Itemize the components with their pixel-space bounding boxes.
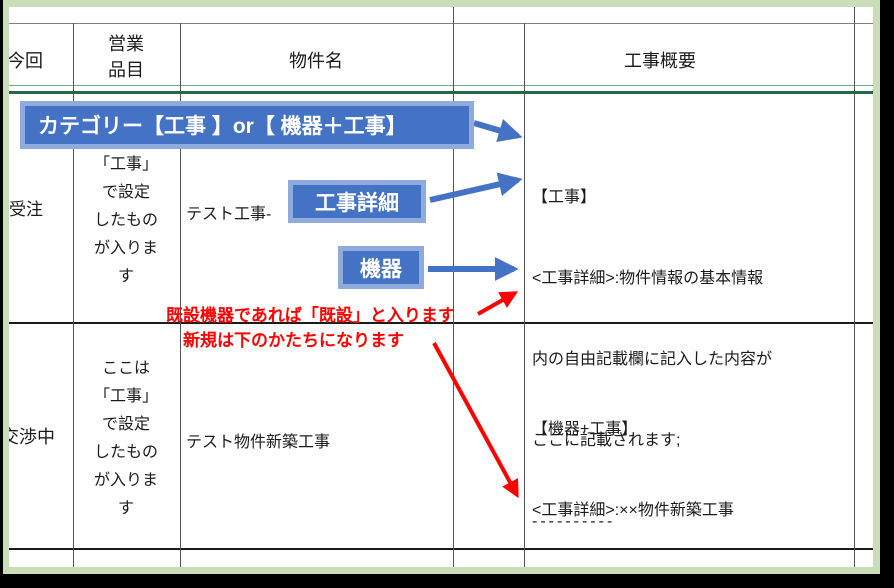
row2-sales-item-cell[interactable]: ここは 「工事」 で設定 したもの が入りま す — [93, 360, 158, 517]
red-note-new[interactable]: 新規は下のかたちになります — [183, 331, 404, 350]
row-separator — [9, 322, 873, 324]
spreadsheet-area: 今回 営業 品目 物件名 工事概要 受注 ここは 「工事」 で設定 したもの が… — [9, 7, 873, 567]
grid-line — [180, 23, 181, 567]
header-sales-item-cell[interactable]: 営業 品目 — [108, 34, 144, 80]
summary-line: 内の自由記載欄に記入した内容が — [532, 351, 773, 368]
row2-status-cell[interactable]: 交渉中 — [9, 427, 55, 447]
row1-status-cell[interactable]: 受注 — [9, 200, 43, 219]
header-rule-dark — [9, 91, 873, 94]
grid-line — [453, 7, 454, 567]
summary-line: ---------- — [532, 513, 616, 530]
summary-line: 【機器+工事】 — [532, 421, 638, 438]
summary-line: <工事詳細>:××物件新築工事 — [532, 502, 734, 519]
header-construction-summary-cell[interactable]: 工事概要 — [624, 51, 696, 71]
category-callout-label: カテゴリー【工事 】or【 機器＋工事】 — [38, 115, 407, 138]
header-rule-light — [9, 85, 873, 86]
grid-line — [854, 7, 855, 567]
grid-line — [73, 23, 74, 567]
row2-property-name-cell[interactable]: テスト物件新築工事 — [186, 434, 331, 451]
grid-line — [9, 23, 873, 24]
window-frame: 今回 営業 品目 物件名 工事概要 受注 ここは 「工事」 で設定 したもの が… — [3, 0, 880, 574]
equipment-callout-label: 機器 — [360, 257, 402, 281]
category-callout-shape[interactable]: カテゴリー【工事 】or【 機器＋工事】 — [20, 101, 474, 149]
detail-callout-label: 工事詳細 — [315, 191, 399, 215]
summary-line: 【工事】 — [532, 189, 597, 206]
header-current-cell[interactable]: 今回 — [9, 51, 43, 71]
detail-callout-shape[interactable]: 工事詳細 — [288, 180, 426, 223]
row1-summary-cell[interactable]: 【工事】 <工事詳細>:物件情報の基本情報 内の自由記載欄に記入した内容が ここ… — [532, 130, 852, 567]
row2-summary-cell[interactable]: 【機器+工事】 <工事詳細>:××物件新築工事 空調設備工事GHP10HP×1台… — [532, 362, 852, 567]
header-property-name-cell[interactable]: 物件名 — [289, 51, 343, 71]
summary-line: <工事詳細>:物件情報の基本情報 — [532, 270, 764, 287]
row1-property-name-cell[interactable]: テスト工事- — [186, 206, 272, 223]
equipment-callout-shape[interactable]: 機器 — [338, 246, 424, 289]
red-note-existing[interactable]: 既設機器であれば「既設」と入ります — [166, 306, 455, 325]
grid-line — [524, 23, 525, 567]
row-separator — [9, 548, 873, 550]
summary-line: ここに記載されます; — [532, 432, 681, 449]
